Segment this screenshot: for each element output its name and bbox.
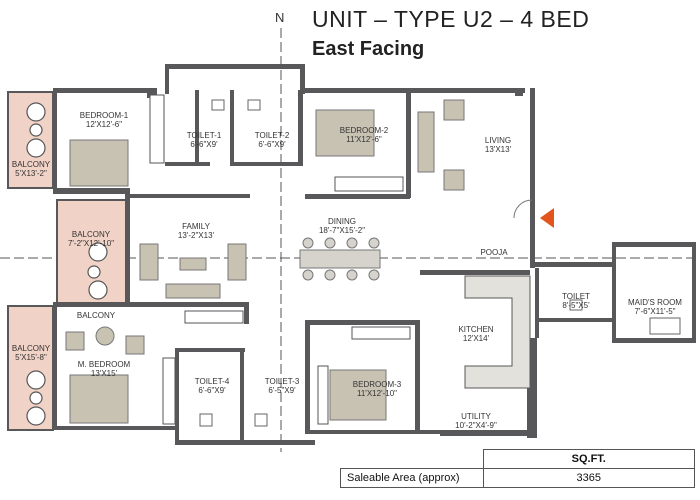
master-seating [65, 326, 145, 355]
dining-table [299, 237, 381, 281]
area-table-unit-header: SQ.FT. [482, 449, 695, 469]
saleable-area-label: Saleable Area (approx) [340, 468, 484, 488]
kitchen-counter [464, 275, 531, 389]
sofas [139, 99, 465, 299]
room-balcony-4: BALCONY [76, 311, 116, 320]
entry-door [513, 199, 533, 219]
wardrobes [149, 94, 411, 425]
toilet-fixtures [199, 99, 681, 427]
saleable-area-value: 3365 [482, 468, 695, 488]
north-label: N [275, 10, 285, 25]
area-table: SQ.FT. Saleable Area (approx) 3365 [340, 449, 695, 488]
beds [69, 109, 387, 424]
entry-arrow-icon [540, 208, 554, 228]
plan-subtitle: East Facing [312, 38, 425, 60]
room-pooja: POOJA [480, 248, 508, 257]
balcony-chairs [26, 102, 108, 426]
plan-title: UNIT – TYPE U2 – 4 BED [312, 6, 590, 32]
area-table-blank [340, 449, 484, 469]
walls [53, 64, 696, 445]
